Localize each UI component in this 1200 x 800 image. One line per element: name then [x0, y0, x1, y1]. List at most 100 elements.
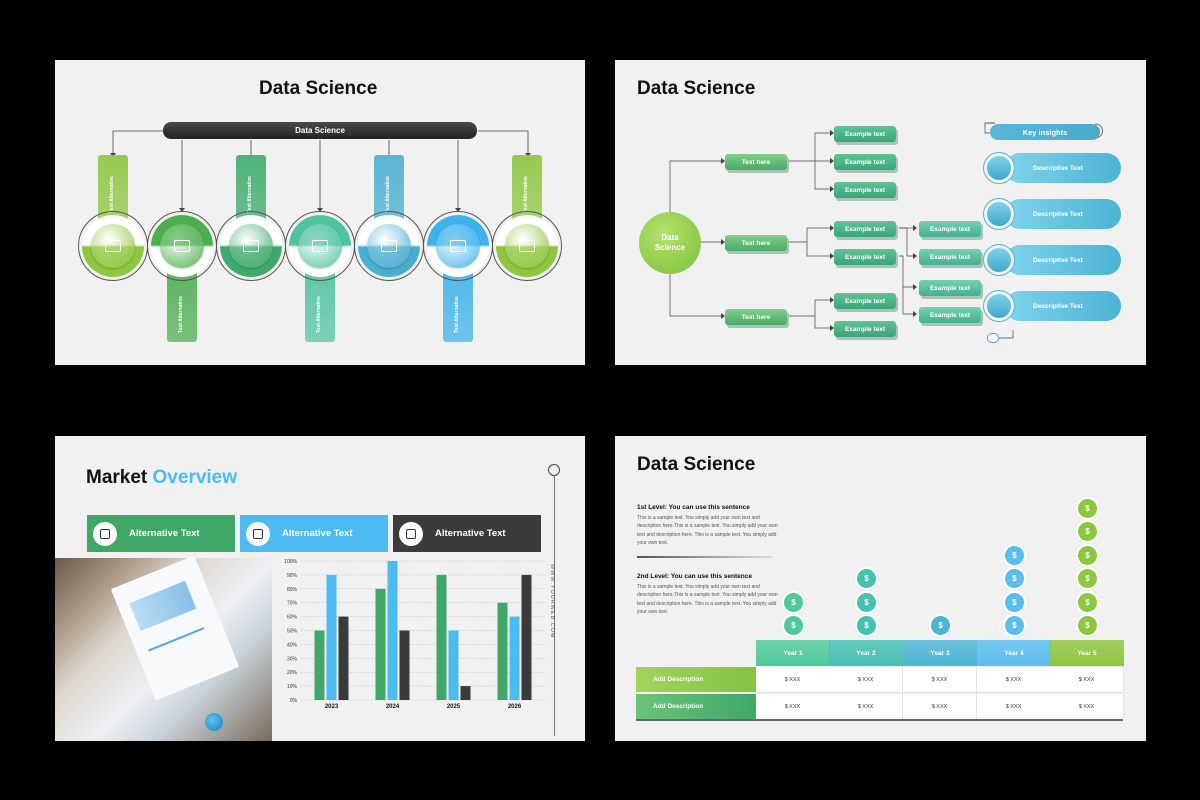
year-header: Year 4 [977, 640, 1051, 666]
table-row-divider [756, 692, 1123, 693]
toggle-dot [987, 333, 999, 343]
slide-title: Data Science [637, 78, 756, 99]
click-icon [519, 240, 535, 252]
report-icon [246, 521, 270, 546]
header-label: Alternative Text [435, 528, 506, 539]
x-tick-label: 2023 [325, 704, 339, 710]
slide-data-science-table: Data Science 1st Level: You can use this… [615, 436, 1146, 741]
insight-pill: Descriptive Text [1005, 153, 1121, 183]
dollar-coin-icon: $ [1005, 592, 1024, 612]
text-alternative-tab [443, 270, 473, 342]
bar [460, 686, 471, 700]
tab-label: Text Alternative [316, 296, 322, 334]
bar [314, 630, 325, 700]
bar [448, 630, 459, 700]
dollar-coin-icon: $ [1078, 545, 1097, 565]
y-tick-label: 10% [287, 684, 298, 690]
value-cell: $ XXX [903, 667, 977, 692]
year-header: Year 1 [756, 640, 830, 666]
example-node-secondary: Example text [919, 280, 981, 296]
y-tick-label: 30% [287, 656, 298, 662]
value-cell: $ XXX [1050, 667, 1124, 692]
icon-circle [505, 224, 549, 268]
key-insights-title: Key insights [990, 124, 1100, 140]
bar [436, 574, 447, 700]
value-cell: $ XXX [829, 667, 903, 692]
slide-market-overview: Market Overview 0%10%20%30%40%50%60%70%8… [55, 436, 585, 741]
tree-connectors [669, 122, 1103, 339]
dollar-coin-icon: $ [857, 569, 876, 588]
report-paper [110, 555, 240, 701]
dollar-coin-icon: $ [1078, 592, 1097, 612]
business-photo [55, 555, 272, 741]
certificate-icon [983, 198, 1015, 230]
example-node: Example text [834, 321, 896, 337]
y-tick-label: 60% [287, 615, 298, 621]
branch-node: Text here [725, 154, 787, 170]
header-label: Alternative Text [129, 528, 200, 539]
y-tick-label: 100% [284, 559, 297, 565]
globe-icon [205, 713, 223, 731]
example-node-secondary: Example text [919, 307, 981, 323]
dollar-coin-icon: $ [784, 616, 803, 635]
touch-icon [174, 240, 190, 252]
header-box: Alternative Text [87, 515, 235, 552]
slide-title: Data Science [637, 454, 756, 475]
y-tick-label: 20% [287, 670, 298, 676]
bar [399, 630, 410, 700]
y-tick-label: 50% [287, 629, 298, 635]
x-tick-label: 2025 [447, 704, 461, 710]
table-bottom-rule [636, 719, 1123, 721]
title-overview: Overview [152, 467, 238, 488]
branch-node: Text here [725, 309, 787, 325]
dollar-coin-icon: $ [1005, 616, 1024, 635]
row-label: Add Description [636, 667, 756, 692]
monitor-icon [983, 152, 1015, 184]
level1-text: This is a sample text. You simply add yo… [637, 515, 778, 546]
connector-lines [110, 130, 531, 212]
example-node: Example text [834, 182, 896, 198]
header-box: Alternative Text [393, 515, 541, 552]
value-cell: $ XXX [1050, 694, 1124, 719]
dollar-coin-icon: $ [1078, 569, 1097, 588]
example-node: Example text [834, 293, 896, 309]
value-cell: $ XXX [977, 694, 1051, 719]
dollar-coin-icon: $ [1078, 522, 1097, 541]
header-label: Alternative Text [282, 528, 353, 539]
bar [338, 616, 349, 700]
shield-icon [983, 244, 1015, 276]
icon-circle [436, 224, 480, 268]
text-alternative-tab [305, 270, 335, 342]
year-header: Year 2 [829, 640, 903, 666]
header-box: Alternative Text [240, 515, 388, 552]
example-node-secondary: Example text [919, 221, 981, 237]
data-science-bar: Data Science [163, 122, 477, 139]
dollar-coin-icon: $ [1078, 498, 1097, 518]
icon-circle [367, 224, 411, 268]
example-node: Example text [834, 126, 896, 142]
x-tick-label: 2024 [386, 704, 400, 710]
chip-icon [983, 290, 1015, 322]
level1-title: 1st Level: You can use this sentence [637, 504, 750, 511]
bar [497, 602, 508, 700]
y-tick-label: 40% [287, 642, 298, 648]
branch-node: Text here [725, 235, 787, 251]
level2-title: 2nd Level: You can use this sentence [637, 573, 752, 580]
year-header: Year 5 [1050, 640, 1124, 666]
tab-label: Text Alternative [178, 296, 184, 334]
value-cell: $ XXX [977, 667, 1051, 692]
value-cell: $ XXX [756, 694, 830, 719]
dollar-coin-icon: $ [1005, 569, 1024, 588]
year-header: Year 3 [903, 640, 977, 666]
slide-data-science-circles: Data Science Data Science Text Alternati… [55, 60, 585, 365]
decor-line [554, 476, 555, 736]
report-icon [399, 521, 423, 546]
insight-pill: Descriptive Text [1005, 245, 1121, 275]
row-label: Add Description [636, 694, 756, 719]
bar [375, 588, 386, 700]
icon-circle [160, 224, 204, 268]
root-node: Data Science [639, 212, 701, 274]
